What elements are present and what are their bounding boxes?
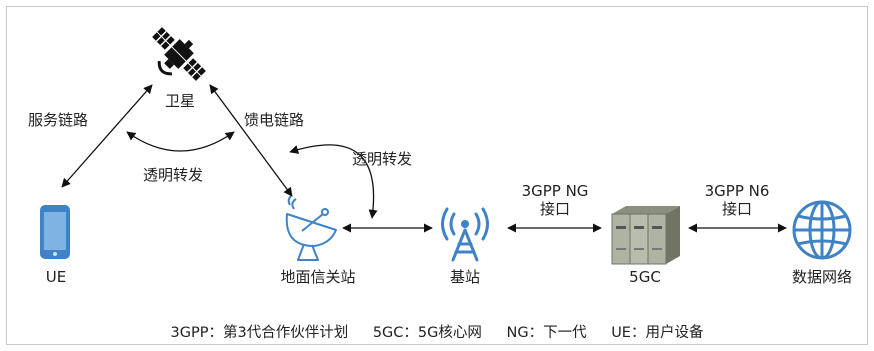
service-link-label: 服务链路 (28, 111, 89, 129)
server-rack-icon (611, 206, 680, 265)
service-link-arrow (61, 84, 153, 188)
base-station-label: 基站 (449, 268, 481, 286)
data-network-label: 数据网络 (791, 268, 853, 286)
globe-icon (792, 200, 852, 260)
cell-tower-icon (441, 207, 489, 262)
ng-interface-label-line2: 接口 (539, 200, 571, 218)
satellite-dish-icon (285, 195, 337, 261)
legend-item-ng: NG：下一代 (506, 325, 587, 341)
n6-interface-label-line1: 3GPP N6 (704, 182, 770, 200)
ng-interface-label-line1: 3GPP NG (521, 182, 589, 200)
phone-icon (40, 205, 70, 259)
feeder-link-arrow (209, 84, 293, 197)
ue-label: UE (45, 268, 67, 286)
ground-station-label: 地面信关站 (280, 268, 356, 286)
legend-item-5gc: 5GC：5G核心网 (372, 325, 482, 341)
legend: 3GPP：第3代合作伙伴计划 5GC：5G核心网 NG：下一代 UE：用户设备 (0, 321, 874, 342)
satellite-label: 卫星 (164, 92, 196, 110)
legend-item-ue: UE：用户设备 (611, 325, 704, 341)
core-network-label: 5GC (629, 268, 661, 286)
feeder-link-label: 馈电链路 (244, 111, 305, 129)
transparent-forward-arc-2 (289, 144, 378, 219)
satellite-icon (152, 27, 206, 81)
n6-interface-label-line2: 接口 (721, 200, 753, 218)
transparent-forward-label-1: 透明转发 (143, 166, 204, 184)
arrows (61, 84, 787, 233)
legend-item-3gpp: 3GPP：第3代合作伙伴计划 (170, 325, 349, 341)
transparent-forward-arc-1 (126, 131, 235, 152)
transparent-forward-label-2: 透明转发 (352, 150, 413, 168)
